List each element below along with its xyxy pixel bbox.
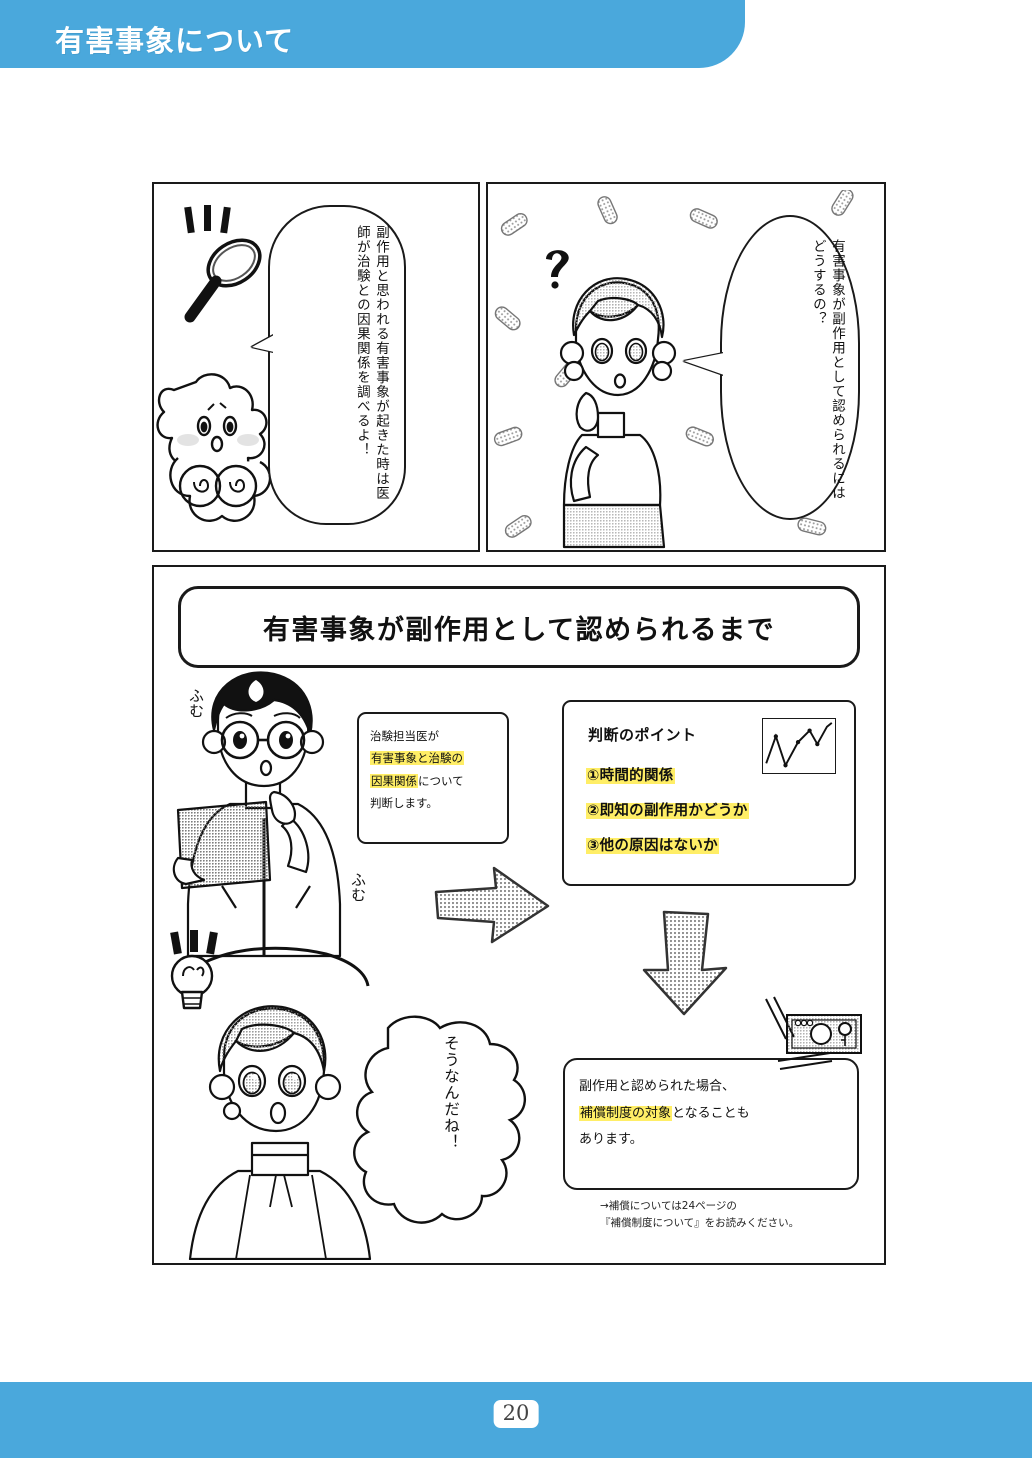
- judgment-point-2: ②即知の副作用かどうか: [586, 803, 749, 819]
- judgment-points-list: ①時間的関係 ②即知の副作用かどうか ③他の原因はないか: [586, 764, 846, 869]
- doctor-line-3: 因果関係について: [370, 773, 464, 788]
- doctor-line-4: 判断します。: [370, 796, 438, 811]
- header-banner: [0, 0, 745, 68]
- speech-bubble-sheep: 副作用と思われる有害事象が起きた時は医師が治験との因果関係を調べるよ！: [268, 205, 406, 525]
- doctor-illustration: [172, 671, 342, 958]
- compensation-line-2: 補償制度の対象となることも: [579, 1105, 750, 1121]
- judgment-point-1: ①時間的関係: [586, 768, 675, 784]
- young-woman-illustration-reaction: [188, 1005, 372, 1260]
- section-title-box: 有害事象が副作用として認められるまで: [178, 586, 860, 668]
- doctor-line-1: 治験担当医が: [370, 729, 439, 743]
- sfx-humu-1: ふむ: [187, 688, 205, 718]
- doctor-judgment-box: 治験担当医が 有害事象と治験の 因果関係について 判断します。: [357, 712, 509, 844]
- judgment-point-3: ③他の原因はないか: [586, 838, 719, 854]
- page-title: 有害事象について: [55, 24, 295, 58]
- page-number: 20: [493, 1400, 539, 1428]
- arrow-down-gray-icon: [642, 910, 728, 1016]
- compensation-line-1: 副作用と認められた場合、: [579, 1079, 736, 1094]
- thought-cloud-reaction: [353, 1015, 526, 1224]
- doctor-line-2: 有害事象と治験の: [370, 751, 464, 766]
- young-woman-illustration-panel2: [559, 277, 677, 549]
- speech-bubble-patient-text: 有害事象が副作用として認められるにはどうするの？: [809, 239, 845, 500]
- banknote-icon: [786, 1014, 862, 1054]
- sheep-mascot-illustration: [156, 373, 272, 522]
- line-chart-icon: [762, 718, 836, 774]
- question-mark-icon: [546, 250, 569, 289]
- sfx-humu-2: ふむ: [349, 872, 367, 902]
- section-title-text: 有害事象が副作用として認められるまで: [262, 614, 776, 646]
- doctor-judgment-lines: 治験担当医が 有害事象と治験の 因果関係について 判断します。: [359, 714, 507, 815]
- lightbulb-icon: [170, 930, 370, 1010]
- thought-cloud-text: そうなんだね！: [442, 1035, 460, 1151]
- speech-bubble-patient-tail: [684, 353, 724, 375]
- speech-bubble-sheep-text: 副作用と思われる有害事象が起きた時は医師が治験との因果関係を調べるよ！: [353, 225, 389, 501]
- judgment-points-heading: 判断のポイント: [588, 726, 697, 744]
- compensation-line-3: あります。: [579, 1132, 643, 1148]
- compensation-box: 副作用と認められた場合、 補償制度の対象となることも あります。: [563, 1058, 859, 1190]
- footnote-line-1: →補償については24ページの: [600, 1200, 737, 1212]
- magnifying-glass-icon: [184, 205, 262, 323]
- footnote-line-2: 『補償制度について』をお読みください。: [600, 1217, 800, 1229]
- compensation-footnote: →補償については24ページの 『補償制度について』をお読みください。: [600, 1198, 880, 1232]
- compensation-lines: 副作用と認められた場合、 補償制度の対象となることも あります。: [565, 1060, 857, 1154]
- speech-bubble-patient: 有害事象が副作用として認められるにはどうするの？: [720, 215, 860, 520]
- judgment-points-box: 判断のポイント ①時間的関係 ②即知の副作用かどうか ③他の原因はないか: [562, 700, 856, 886]
- arrow-right-gray-icon: [434, 866, 550, 944]
- speech-bubble-sheep-tail: [252, 335, 274, 352]
